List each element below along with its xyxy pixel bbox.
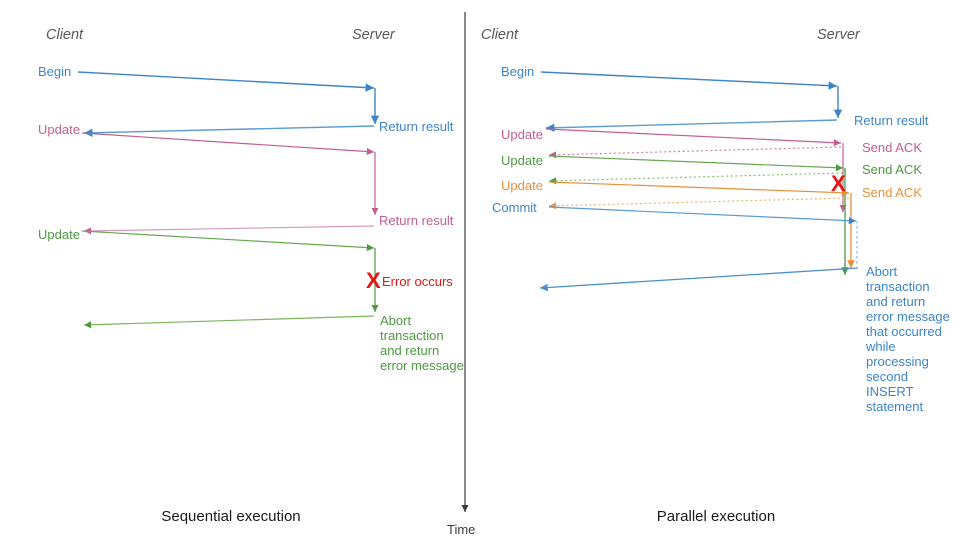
label-par-update-1: Update bbox=[501, 127, 543, 142]
arrow-seq-begin bbox=[77, 71, 375, 92]
arrow-seq-update-1 bbox=[81, 132, 375, 156]
panel-sequential bbox=[77, 71, 380, 329]
actor-label-server-sequential: Server bbox=[352, 27, 396, 43]
arrow-par-return bbox=[545, 119, 838, 132]
arrow-par-begin bbox=[540, 71, 838, 90]
error-x-icon-parallel: X bbox=[831, 171, 846, 196]
label-par-return: Return result bbox=[854, 113, 929, 128]
arrow-par-ack-2 bbox=[548, 172, 844, 185]
arrow-seq-abort bbox=[83, 315, 375, 329]
time-axis-label: Time bbox=[447, 522, 475, 537]
abort-note-line: error message bbox=[380, 358, 464, 373]
abort-note-line: that occurred bbox=[866, 324, 942, 339]
label-seq-update-1: Update bbox=[38, 122, 80, 137]
abort-note-sequential: Abort transaction and return error messa… bbox=[380, 313, 464, 373]
label-par-begin: Begin bbox=[501, 64, 534, 79]
arrow-seq-return-1 bbox=[83, 125, 375, 137]
label-par-update-3: Update bbox=[501, 178, 543, 193]
caption-sequential: Sequential execution bbox=[161, 508, 300, 525]
abort-note-line: while bbox=[865, 339, 896, 354]
arrow-par-update-1 bbox=[545, 128, 842, 147]
arrow-par-ack-3 bbox=[548, 197, 850, 210]
label-par-ack-1: Send ACK bbox=[862, 140, 922, 155]
label-seq-return-1: Return result bbox=[379, 119, 454, 134]
abort-note-line: Abort bbox=[380, 313, 411, 328]
abort-note-line: statement bbox=[866, 399, 923, 414]
panel-parallel bbox=[539, 71, 859, 292]
abort-note-line: Abort bbox=[866, 264, 897, 279]
arrow-seq-update-2 bbox=[81, 230, 375, 252]
abort-note-line: second bbox=[866, 369, 908, 384]
caption-parallel: Parallel execution bbox=[657, 508, 775, 525]
label-par-ack-3: Send ACK bbox=[862, 185, 922, 200]
arrow-par-abort bbox=[539, 267, 859, 292]
abort-note-line: processing bbox=[866, 354, 929, 369]
abort-note-parallel: Abort transaction and return error messa… bbox=[865, 264, 950, 414]
arrow-seq-return-2 bbox=[83, 225, 375, 235]
label-seq-update-2: Update bbox=[38, 227, 80, 242]
label-seq-return-2: Return result bbox=[379, 213, 454, 228]
label-par-commit: Commit bbox=[492, 200, 537, 215]
abort-note-line: transaction bbox=[866, 279, 930, 294]
abort-note-line: transaction bbox=[380, 328, 444, 343]
abort-note-line: INSERT bbox=[866, 384, 913, 399]
actor-label-server-parallel: Server bbox=[817, 27, 861, 43]
label-seq-error: Error occurs bbox=[382, 274, 453, 289]
abort-note-line: and return bbox=[380, 343, 439, 358]
abort-note-line: error message bbox=[866, 309, 950, 324]
label-seq-begin: Begin bbox=[38, 64, 71, 79]
actor-label-client-parallel: Client bbox=[481, 27, 519, 43]
abort-note-line: and return bbox=[866, 294, 925, 309]
actor-label-client-sequential: Client bbox=[46, 27, 84, 43]
label-par-ack-2: Send ACK bbox=[862, 162, 922, 177]
arrow-par-commit bbox=[548, 206, 857, 225]
error-x-icon-sequential: X bbox=[366, 268, 381, 293]
label-par-update-2: Update bbox=[501, 153, 543, 168]
arrow-par-update-2 bbox=[548, 155, 844, 172]
message-seq-begin bbox=[77, 71, 375, 92]
arrow-par-update-3 bbox=[548, 181, 850, 197]
